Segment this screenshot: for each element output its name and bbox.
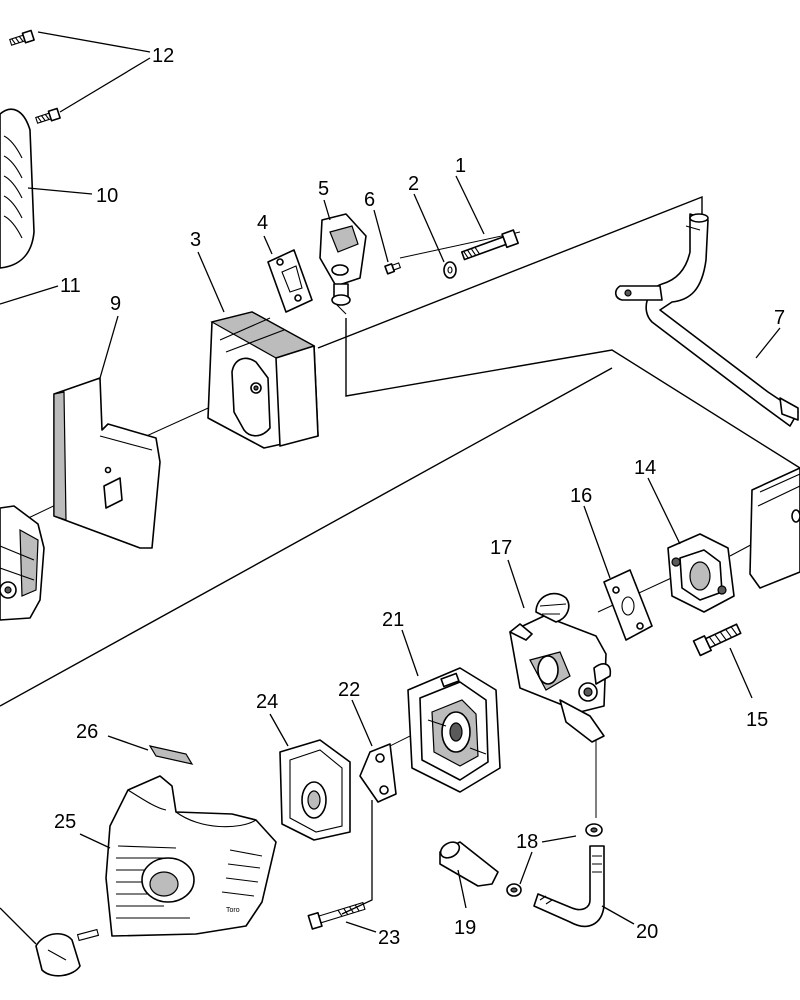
callout-9: 9: [110, 293, 121, 315]
part-3-muffler: [207, 311, 319, 449]
part-19-hose: [439, 841, 499, 887]
part-5-exhaust-flange: [319, 213, 367, 315]
insulator-plate-fragment: [749, 467, 800, 589]
cover-brand-mark: Toro: [226, 907, 240, 914]
callout-21: 21: [382, 609, 404, 631]
part-26-decal: [148, 745, 194, 765]
callout-22: 22: [338, 679, 360, 701]
part-1-bolt: [460, 229, 519, 261]
part-24-air-filter: [279, 739, 351, 841]
engine-block-fragment: [0, 505, 45, 621]
callout-15: 15: [746, 709, 768, 731]
callout-5: 5: [318, 178, 329, 200]
callout-6: 6: [364, 189, 375, 211]
callout-2: 2: [408, 173, 419, 195]
callout-26: 26: [76, 721, 98, 743]
knob-fastener: [35, 928, 100, 977]
callout-14: 14: [634, 457, 656, 479]
callout-10: 10: [96, 185, 118, 207]
part-10-muffler-cover: [0, 108, 35, 269]
callout-1: 1: [455, 155, 466, 177]
part-20-fuel-line: [533, 845, 605, 928]
part-15-screw: [692, 623, 742, 657]
part-21-air-filter-housing: [407, 667, 501, 793]
part-14-adapter: [667, 533, 735, 613]
callout-19: 19: [454, 917, 476, 939]
callout-labels: 1 2 3 4 5 6 7 9 10 11 12 14 15 16 17 18 …: [54, 45, 785, 949]
part-4-gasket: [267, 249, 313, 313]
part-18-grommets: [506, 823, 603, 897]
callout-12: 12: [152, 45, 174, 67]
callout-16: 16: [570, 485, 592, 507]
callout-7: 7: [774, 307, 785, 329]
callout-17: 17: [490, 537, 512, 559]
part-17-carburetor: [509, 592, 612, 743]
callout-20: 20: [636, 921, 658, 943]
callout-4: 4: [257, 212, 268, 234]
part-16-gasket: [603, 569, 653, 641]
part-25-air-cover: Toro: [105, 775, 277, 937]
part-9-heat-shield: [53, 377, 161, 549]
callout-23: 23: [378, 927, 400, 949]
part-12-screws: [9, 29, 61, 124]
part-23-screw: [307, 901, 366, 930]
callout-24: 24: [256, 691, 278, 713]
part-2-washer: [443, 261, 457, 279]
part-22-bracket: [359, 743, 397, 803]
callout-11: 11: [60, 275, 81, 297]
part-7-handle-tube: [614, 213, 799, 427]
callout-18: 18: [516, 831, 538, 853]
callout-25: 25: [54, 811, 76, 833]
leader-lines: [0, 31, 781, 945]
callout-3: 3: [190, 229, 201, 251]
part-6-screw: [384, 262, 402, 275]
